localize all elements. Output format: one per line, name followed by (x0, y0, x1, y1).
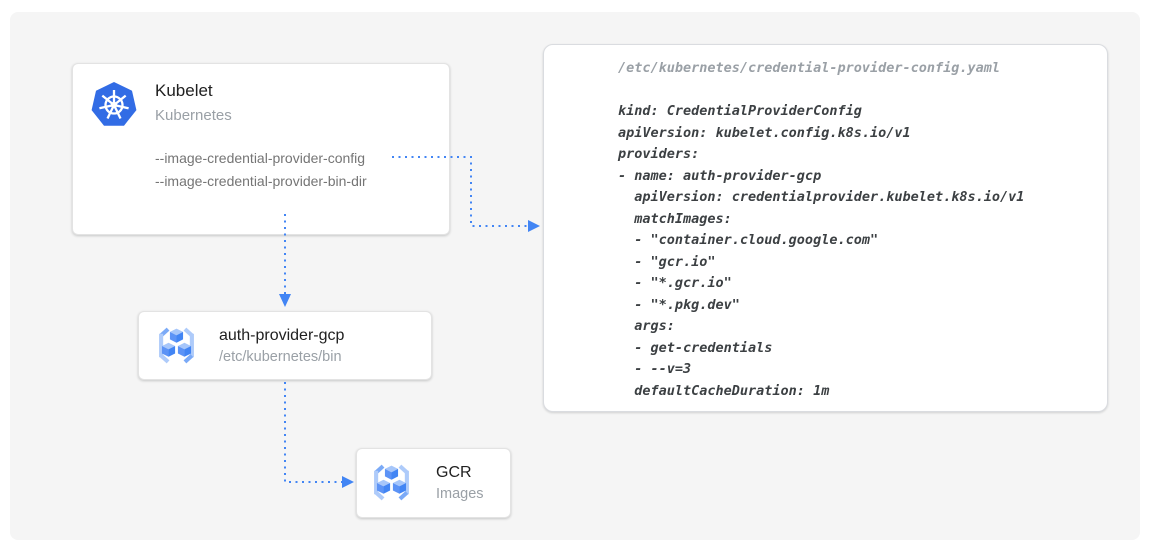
kubelet-node: Kubelet Kubernetes --image-credential-pr… (72, 63, 450, 235)
yaml-code: kind: CredentialProviderConfig apiVersio… (618, 103, 1025, 399)
container-registry-icon (154, 323, 199, 368)
container-registry-icon (369, 460, 414, 505)
flag-credential-provider-config: --image-credential-provider-config (155, 150, 366, 166)
auth-provider-gcp-path: /etc/kubernetes/bin (219, 349, 342, 365)
gcr-node: GCR Images (356, 448, 511, 518)
credential-provider-config-panel: /etc/kubernetes/credential-provider-conf… (543, 44, 1108, 412)
kubelet-subtitle: Kubernetes (155, 107, 232, 124)
gcr-title: GCR (436, 464, 472, 481)
gcr-subtitle: Images (436, 486, 484, 502)
auth-provider-gcp-node: auth-provider-gcp /etc/kubernetes/bin (138, 311, 432, 380)
kubernetes-icon (90, 80, 138, 128)
kubelet-title: Kubelet (155, 81, 213, 100)
config-file-path: /etc/kubernetes/credential-provider-conf… (618, 60, 1001, 76)
kubelet-flags: --image-credential-provider-config --ima… (155, 147, 367, 193)
auth-provider-gcp-title: auth-provider-gcp (219, 327, 345, 344)
flag-credential-provider-bin-dir: --image-credential-provider-bin-dir (155, 173, 367, 189)
